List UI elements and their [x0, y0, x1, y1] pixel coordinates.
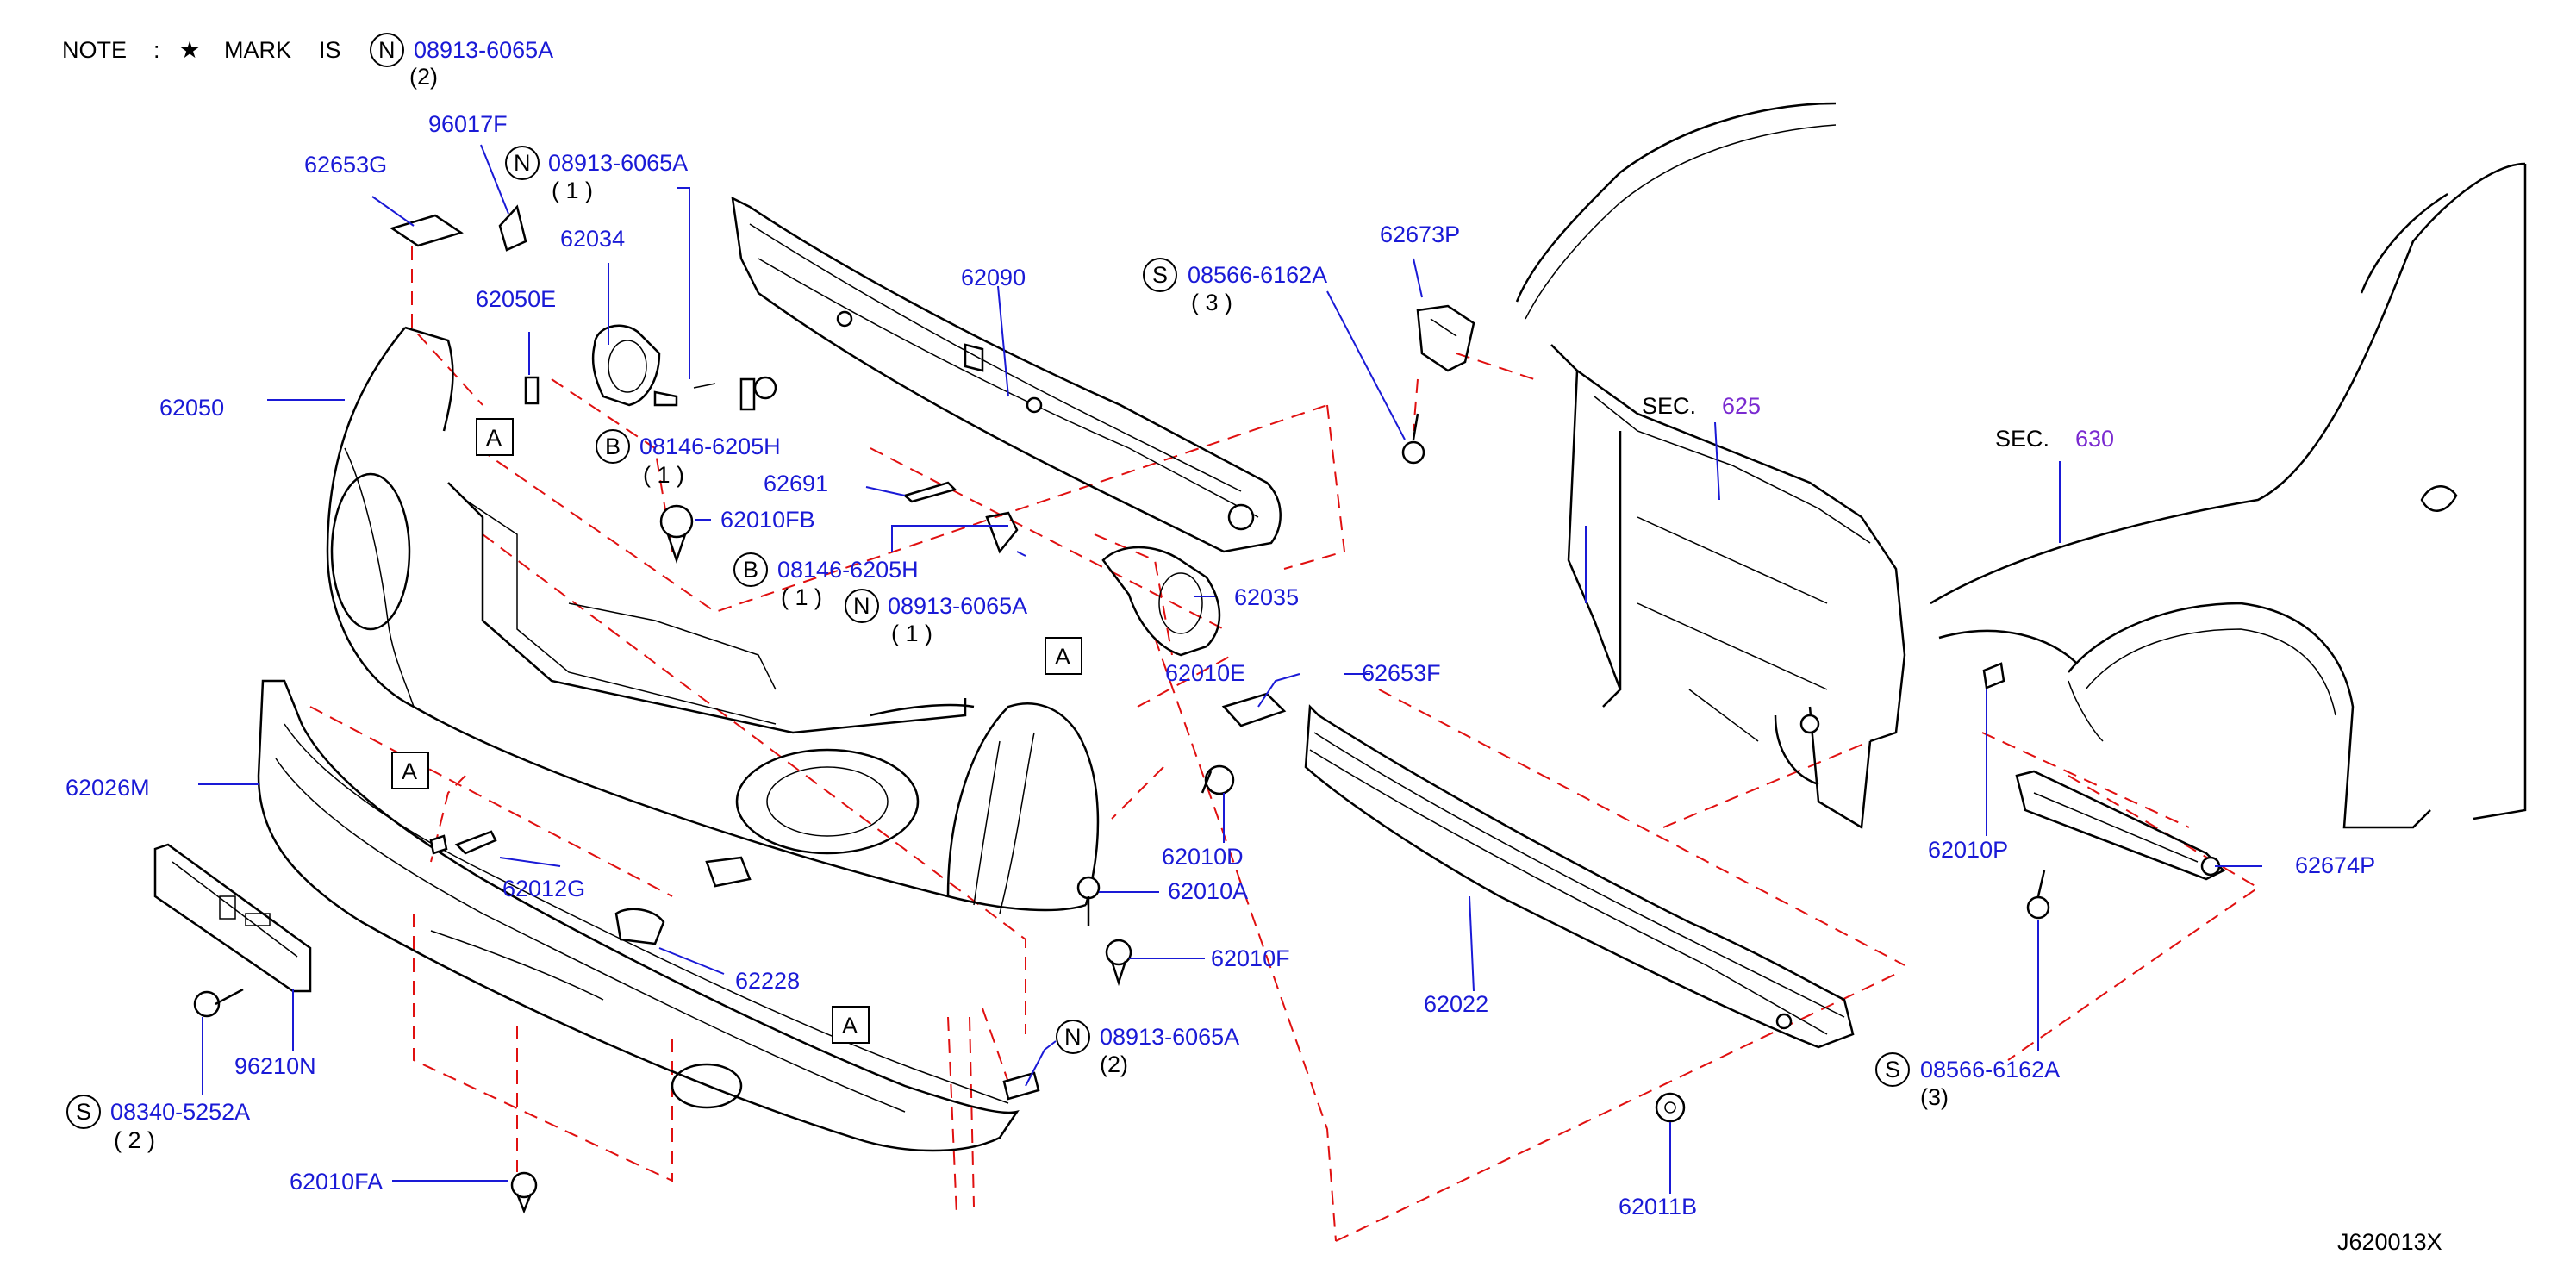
label-62691: 62691: [764, 471, 828, 496]
callout-part: 08146-6205H: [639, 434, 781, 459]
label-62010P: 62010P: [1928, 837, 2008, 863]
note-part: 08913-6065A: [414, 37, 553, 63]
callout-symbol: B: [605, 434, 621, 459]
diagram-id: J620013X: [2337, 1229, 2442, 1255]
label-62050E: 62050E: [476, 286, 556, 312]
label-62674P: 62674P: [2295, 852, 2375, 878]
energy-absorber-62090: [731, 196, 1282, 553]
label-96017F: 96017F: [428, 111, 508, 137]
callout-n1: N 08913-6065A ( 1 ): [505, 146, 688, 203]
callout-symbol: S: [1885, 1057, 1900, 1082]
label-96210N: 96210N: [234, 1053, 316, 1079]
callout-qty: ( 1 ): [552, 178, 593, 203]
section-ref-630: SEC. 630: [1995, 426, 2114, 452]
callout-qty: ( 1 ): [643, 462, 684, 488]
note-colon: :: [153, 37, 160, 63]
note-prefix: NOTE: [62, 37, 127, 63]
callout-s1: S 08566-6162A ( 3 ): [1143, 258, 1327, 315]
ref-marker-text: A: [1055, 644, 1070, 670]
section-label: SEC.: [1642, 393, 1696, 419]
note-qty: (2): [409, 64, 438, 90]
fender: [1930, 162, 2527, 829]
section-ref-625: SEC. 625: [1642, 393, 1761, 419]
ref-marker-text: A: [842, 1013, 858, 1039]
bracket-62674P: [2015, 770, 2226, 881]
callout-symbol: N: [514, 150, 531, 176]
label-62034: 62034: [560, 226, 625, 252]
bracket-62673P: [1416, 304, 1475, 372]
part-labels: 62653G 96017F 62034 62050E 62050 62090 6…: [65, 111, 2375, 1220]
callout-qty: (3): [1920, 1084, 1949, 1110]
label-62010A: 62010A: [1168, 878, 1248, 904]
label-62010FB: 62010FB: [720, 507, 815, 533]
label-62010F: 62010F: [1211, 945, 1290, 971]
callout-part: 08913-6065A: [888, 593, 1027, 619]
note-mark: MARK: [224, 37, 291, 63]
label-62010E: 62010E: [1165, 660, 1245, 686]
label-62010D: 62010D: [1162, 844, 1244, 870]
callout-part: 08913-6065A: [1100, 1024, 1239, 1050]
plate-bracket-96210N: [153, 843, 312, 993]
ref-marker-3: A: [391, 752, 429, 789]
callout-b1: B 08146-6205H ( 1 ): [596, 429, 781, 488]
label-62022: 62022: [1424, 991, 1488, 1017]
bumper-armature-62022: [1304, 704, 1855, 1049]
ref-marker-text: A: [402, 758, 417, 784]
section-label: SEC.: [1995, 426, 2049, 452]
callout-symbol: S: [76, 1099, 91, 1125]
callout-part: 08566-6162A: [1920, 1057, 2060, 1082]
assembly-lines: [309, 224, 2260, 1242]
callout-symbol: N: [1064, 1024, 1082, 1050]
callout-b2: B 08146-6205H ( 1 ): [733, 552, 919, 610]
callout-qty: (2): [1100, 1051, 1128, 1077]
small-parts: [193, 204, 2050, 1214]
callout-qty: ( 2 ): [114, 1127, 155, 1153]
label-62653F: 62653F: [1362, 660, 1441, 686]
callout-qty: ( 1 ): [891, 621, 932, 646]
ref-marker-2: A: [1045, 637, 1082, 675]
section-number: 625: [1722, 393, 1761, 419]
note-star: ★: [179, 37, 200, 63]
core-support: [1515, 102, 1906, 830]
label-62011B: 62011B: [1619, 1194, 1697, 1220]
callout-n2: N 08913-6065A ( 1 ): [845, 589, 1027, 646]
label-62673P: 62673P: [1380, 221, 1460, 247]
callout-qty: ( 1 ): [781, 584, 822, 610]
callout-symbol: S: [1152, 262, 1168, 288]
lower-cover-62026M: [257, 679, 1020, 1152]
label-62228: 62228: [735, 968, 800, 994]
callout-s3: S 08566-6162A (3): [1875, 1052, 2060, 1110]
label-62012G: 62012G: [502, 876, 585, 902]
callout-part: 08146-6205H: [777, 557, 919, 583]
callout-part: 08913-6065A: [548, 150, 688, 176]
ref-marker-1: A: [476, 418, 514, 456]
callout-s2: S 08340-5252A ( 2 ): [66, 1095, 250, 1153]
bracket-62035: [1101, 546, 1221, 657]
label-62010FA: 62010FA: [290, 1169, 383, 1195]
ref-marker-4: A: [832, 1006, 870, 1044]
label-62090: 62090: [961, 265, 1026, 290]
leader-lines: [198, 144, 2262, 1194]
note-symbol: N: [378, 37, 396, 63]
bracket-62034: [524, 324, 777, 411]
label-62026M: 62026M: [65, 775, 150, 801]
callout-qty: ( 3 ): [1191, 290, 1232, 315]
callout-symbol: B: [743, 557, 758, 583]
callout-part: 08340-5252A: [110, 1099, 250, 1125]
ref-marker-text: A: [486, 425, 502, 451]
callout-symbol: N: [853, 593, 870, 619]
label-62653G: 62653G: [304, 152, 387, 178]
callout-part: 08566-6162A: [1188, 262, 1327, 288]
note: NOTE : ★ MARK IS N 08913-6065A (2): [62, 33, 553, 90]
label-62035: 62035: [1234, 584, 1299, 610]
callout-n3: N 08913-6065A (2): [1056, 1020, 1239, 1077]
bumper-fascia: [326, 326, 1100, 914]
note-is: IS: [319, 37, 341, 63]
section-number: 630: [2075, 426, 2114, 452]
label-62050: 62050: [159, 395, 224, 421]
